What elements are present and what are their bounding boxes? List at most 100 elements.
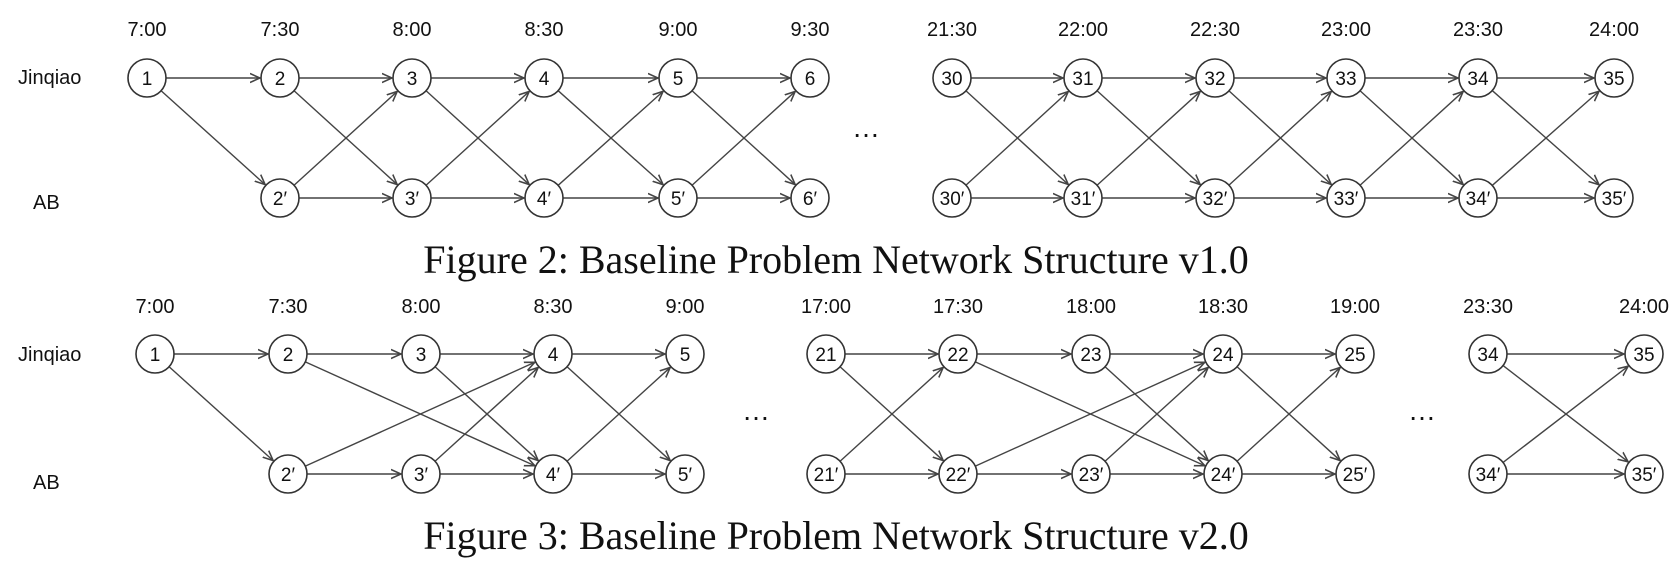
row-label-jinqiao: Jinqiao [18, 67, 81, 89]
node-22′: 22′ [938, 454, 978, 494]
node-label: 35 [1633, 345, 1654, 366]
node-24′: 24′ [1203, 454, 1243, 494]
node-label: 4′ [546, 465, 561, 486]
node-5: 5 [658, 58, 698, 98]
node-circle [401, 334, 441, 374]
node-3: 3 [401, 334, 441, 374]
row-label-ab: AB [33, 472, 60, 494]
node-35: 35 [1624, 334, 1664, 374]
node-3′: 3′ [401, 454, 441, 494]
node-label: 24 [1212, 345, 1234, 366]
node-circle [938, 334, 978, 374]
node-label: 22 [947, 345, 968, 366]
node-circle [268, 334, 308, 374]
edge-arrow [1236, 367, 1340, 462]
node-label: 35′ [1632, 465, 1657, 486]
ellipsis: … [742, 395, 770, 426]
time-label: 19:00 [1330, 296, 1380, 318]
node-label: 22′ [946, 465, 971, 486]
edge-arrow [305, 362, 534, 467]
node-35′: 35′ [1594, 178, 1634, 218]
time-label: 22:30 [1190, 19, 1240, 41]
node-circle [401, 454, 441, 494]
edge-arrow [566, 367, 670, 462]
node-circle [1458, 178, 1498, 218]
time-label: 22:00 [1058, 19, 1108, 41]
time-label: 8:30 [534, 296, 573, 318]
node-label: 2 [283, 345, 294, 366]
time-label: 7:30 [269, 296, 308, 318]
node-label: 30′ [940, 189, 965, 210]
node-circle [127, 58, 167, 98]
node-label: 32′ [1203, 189, 1228, 210]
node-circle [392, 58, 432, 98]
node-circle [1195, 58, 1235, 98]
node-label: 33 [1335, 69, 1356, 90]
node-33: 33 [1326, 58, 1366, 98]
time-label: 24:00 [1589, 19, 1639, 41]
node-5′: 5′ [658, 178, 698, 218]
time-label: 9:00 [659, 19, 698, 41]
node-circle [1624, 334, 1664, 374]
node-2: 2 [260, 58, 300, 98]
node-21: 21 [806, 334, 846, 374]
node-label: 6′ [803, 189, 818, 210]
node-circle [1326, 58, 1366, 98]
node-label: 25 [1344, 345, 1365, 366]
node-label: 3 [407, 69, 418, 90]
node-6′: 6′ [790, 178, 830, 218]
time-label: 24:00 [1619, 296, 1669, 318]
node-label: 3 [416, 345, 427, 366]
node-label: 5 [680, 345, 691, 366]
node-label: 30 [941, 69, 962, 90]
node-circle [260, 58, 300, 98]
node-label: 5′ [671, 189, 686, 210]
node-circle [1624, 454, 1664, 494]
node-2′: 2′ [268, 454, 308, 494]
node-1: 1 [127, 58, 167, 98]
node-label: 34′ [1476, 465, 1501, 486]
ellipsis: … [1408, 395, 1436, 426]
node-4′: 4′ [533, 454, 573, 494]
node-circle [1468, 454, 1508, 494]
node-label: 31 [1072, 69, 1093, 90]
node-25′: 25′ [1335, 454, 1375, 494]
figure-caption: Figure 3: Baseline Problem Network Struc… [423, 513, 1248, 558]
node-circle [932, 58, 972, 98]
time-label: 17:30 [933, 296, 983, 318]
node-label: 23 [1080, 345, 1101, 366]
time-label: 7:00 [128, 19, 167, 41]
edge-arrow [1096, 91, 1200, 186]
time-label: 23:30 [1463, 296, 1513, 318]
edge-arrow [425, 91, 529, 186]
time-label: 7:00 [136, 296, 175, 318]
node-circle [1335, 454, 1375, 494]
edge-arrow [160, 90, 265, 185]
node-3: 3 [392, 58, 432, 98]
node-label: 2′ [273, 189, 288, 210]
node-circle [1203, 454, 1243, 494]
row-label-jinqiao: Jinqiao [18, 344, 81, 366]
node-label: 1 [150, 345, 161, 366]
node-label: 31′ [1071, 189, 1096, 210]
node-circle [524, 58, 564, 98]
node-label: 2 [275, 69, 286, 90]
node-circle [665, 454, 705, 494]
node-35′: 35′ [1624, 454, 1664, 494]
node-label: 35′ [1602, 189, 1627, 210]
time-label: 7:30 [261, 19, 300, 41]
node-1: 1 [135, 334, 175, 374]
node-circle [524, 178, 564, 218]
node-label: 34 [1467, 69, 1489, 90]
node-label: 24′ [1211, 465, 1236, 486]
node-31: 31 [1063, 58, 1103, 98]
node-label: 1 [142, 69, 153, 90]
node-3′: 3′ [392, 178, 432, 218]
node-label: 23′ [1079, 465, 1104, 486]
node-label: 32 [1204, 69, 1225, 90]
edge-arrow [293, 91, 397, 186]
node-circle [533, 454, 573, 494]
node-4: 4 [533, 334, 573, 374]
figure-2-network: 7:0017:3022′8:0033′8:3044′9:0055′9:3066′… [18, 19, 1639, 282]
node-33′: 33′ [1326, 178, 1366, 218]
